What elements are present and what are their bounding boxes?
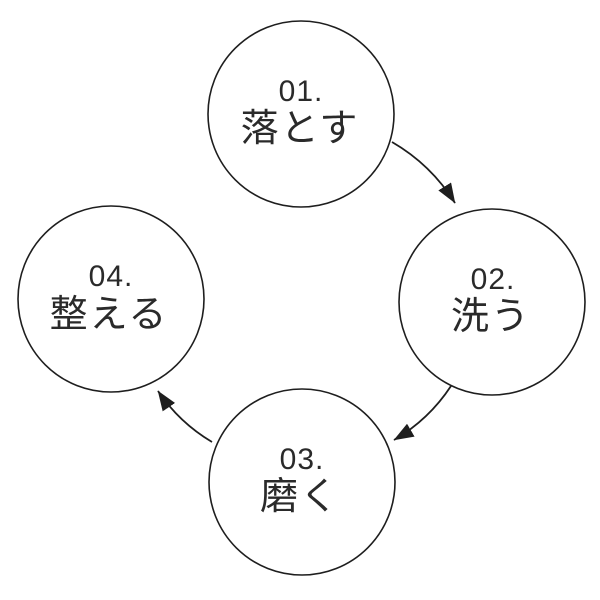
step-3-label: 磨く — [260, 476, 340, 518]
step-4-label: 整える — [50, 294, 169, 336]
step-node-2: 02. 洗う — [398, 208, 586, 396]
arrow-step3-to-step4 — [157, 390, 213, 443]
step-node-3: 03. 磨く — [208, 388, 396, 576]
arrow-step1-to-step2 — [391, 141, 456, 204]
step-3-circle — [208, 388, 396, 576]
step-1-circle — [207, 20, 395, 208]
step-3-number: 03. — [280, 443, 325, 476]
step-2-label: 洗う — [451, 296, 531, 338]
step-node-4: 04. 整える — [17, 205, 205, 393]
step-4-circle — [17, 205, 205, 393]
step-node-1: 01. 落とす — [207, 20, 395, 208]
arrow-step2-to-step3 — [393, 385, 452, 441]
step-1-number: 01. — [279, 75, 324, 108]
step-2-number: 02. — [471, 263, 516, 296]
step-4-number: 04. — [89, 260, 134, 293]
step-1-label: 落とす — [241, 108, 360, 150]
step-2-circle — [398, 208, 586, 396]
